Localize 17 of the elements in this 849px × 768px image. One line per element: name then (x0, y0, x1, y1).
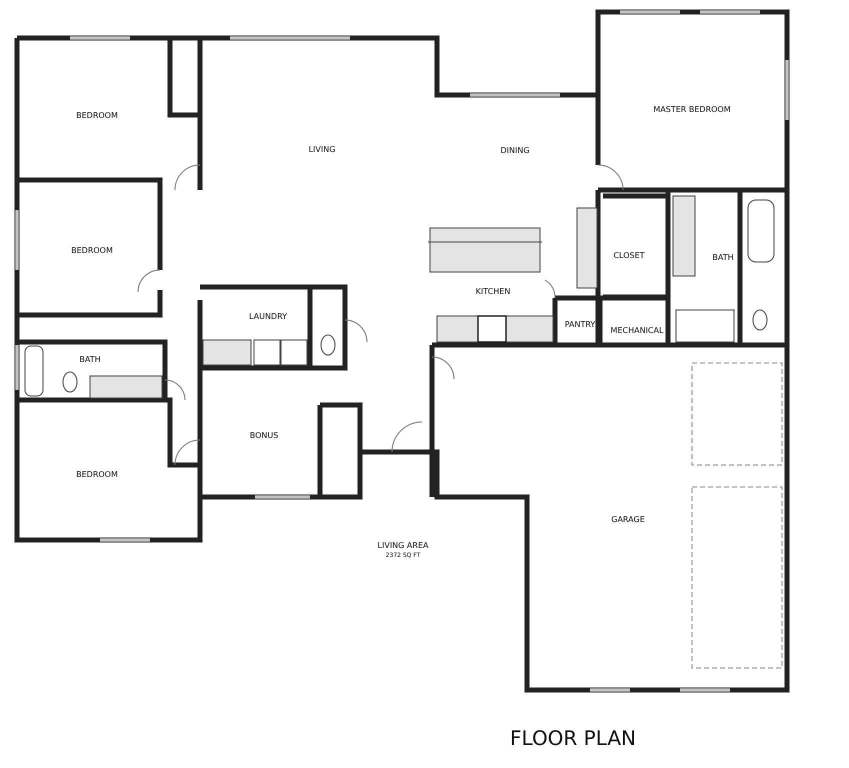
room-label: BATH (79, 356, 101, 364)
room-label: BEDROOM (76, 471, 118, 479)
room-label: CLOSET (613, 252, 645, 260)
room-label: KITCHEN (476, 288, 510, 296)
area-label: LIVING AREA (378, 542, 428, 550)
room-label: BONUS (250, 432, 278, 440)
plan-title: FLOOR PLAN (510, 728, 636, 748)
room-label: BEDROOM (76, 112, 118, 120)
room-label: DINING (500, 147, 530, 155)
room-label: BATH (712, 254, 734, 262)
room-label: MASTER BEDROOM (653, 106, 731, 114)
room-label: BEDROOM (71, 247, 113, 255)
room-label: PANTRY (564, 321, 596, 329)
room-label: LAUNDRY (248, 313, 288, 321)
room-label: MECHANICAL (610, 327, 664, 335)
room-label: LIVING (308, 146, 336, 154)
room-label: GARAGE (611, 516, 645, 524)
